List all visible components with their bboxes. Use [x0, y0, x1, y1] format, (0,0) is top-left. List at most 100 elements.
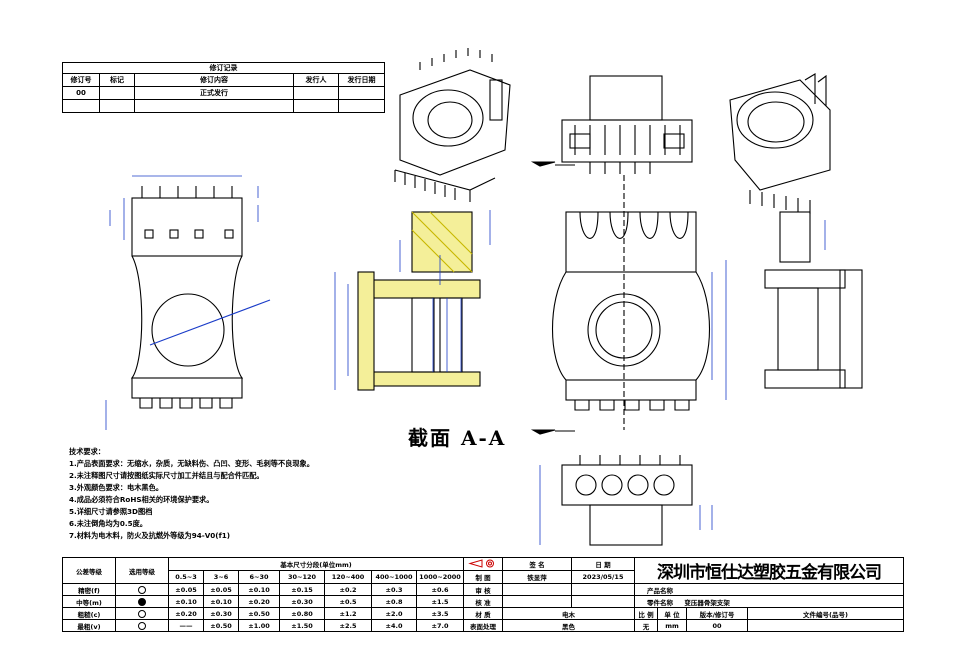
product-name-label: 产品名称	[634, 583, 904, 596]
radio-filled-icon	[138, 597, 146, 606]
tol-cell: ±0.5	[324, 595, 372, 608]
tol-cell: ±0.50	[203, 619, 239, 632]
radio-empty-icon	[138, 585, 146, 594]
tol-cell: ±0.20	[168, 607, 204, 620]
tol-cell: ±0.8	[371, 595, 417, 608]
range-header: 3~6	[203, 570, 239, 584]
dimension-lines	[105, 175, 826, 545]
unit-label: 单 位	[657, 607, 687, 620]
scale-value: 无	[634, 619, 658, 632]
section-label: 截面 A-A	[408, 426, 507, 450]
tol-cell: ±0.05	[168, 583, 204, 596]
range-header: 400~1000	[371, 570, 417, 584]
radio-empty-icon	[138, 621, 146, 630]
range-header: 30~120	[279, 570, 325, 584]
approve-label: 核 准	[463, 595, 503, 608]
review-label: 审 核	[463, 583, 503, 596]
grade-name: 最粗(v)	[62, 619, 116, 632]
surface-label: 表面处理	[463, 619, 503, 632]
tol-cell: ±0.6	[416, 583, 464, 596]
range-header: 1000~2000	[416, 570, 464, 584]
tol-cell: ±1.5	[416, 595, 464, 608]
file-value	[747, 619, 904, 632]
tol-cell: ±0.30	[279, 595, 325, 608]
tol-cell: ±0.20	[238, 595, 280, 608]
tol-cell: ±7.0	[416, 619, 464, 632]
part-name-label: 零件名称	[647, 598, 673, 607]
radio-empty-icon	[138, 609, 146, 618]
front-view-top	[561, 75, 693, 174]
review-cell	[502, 583, 572, 596]
drawer-name: 铁显萍	[502, 570, 572, 584]
note-item: 6.未注倒角均为0.5度。	[69, 519, 147, 528]
note-item: 2.未注释图尺寸请按图纸实际尺寸加工并结且与配合件匹配。	[69, 471, 264, 480]
tol-cell: ±0.15	[279, 583, 325, 596]
bottom-view	[561, 455, 693, 546]
company-name: 深圳市恒仕达塑胶五金有限公司	[634, 557, 904, 584]
note-item: 5.详细尺寸请参照3D图档	[69, 507, 153, 516]
range-header: 6~30	[238, 570, 280, 584]
technical-notes: 技术要求： 1.产品表面要求：无缩水，杂质，无缺料伤、凸凹、变形、毛刺等不良现象…	[69, 446, 314, 542]
note-item: 4.成品必须符合RoHS相关的环境保护要求。	[69, 495, 214, 504]
projection-symbol-icon	[463, 557, 503, 571]
draw-date: 2023/05/15	[571, 570, 635, 584]
range-header: 120~400	[324, 570, 372, 584]
tol-cell: ±0.2	[324, 583, 372, 596]
tol-cell: ±0.10	[238, 583, 280, 596]
tol-cell: ±0.30	[203, 607, 239, 620]
section-a-a-view	[357, 211, 481, 391]
tol-cell: ±2.5	[324, 619, 372, 632]
part-name-value: 变压器骨架支架	[684, 598, 730, 607]
material-value: 电木	[502, 607, 635, 620]
grade-select[interactable]	[115, 595, 169, 608]
approve-date	[571, 595, 635, 608]
tol-cell: ±0.10	[203, 595, 239, 608]
date-label: 日 期	[571, 557, 635, 571]
tol-cell: ±1.50	[279, 619, 325, 632]
revision-cell	[338, 99, 385, 113]
tol-cell: ±4.0	[371, 619, 417, 632]
tol-cell: ±0.3	[371, 583, 417, 596]
isometric-view-right	[729, 73, 831, 214]
grade-name: 精密(f)	[62, 583, 116, 596]
left-elevation-view	[130, 186, 271, 409]
grade-label: 公差等级	[62, 557, 116, 584]
note-item: 1.产品表面要求：无缩水，杂质，无缺料伤、凸凹、变形、毛刺等不良现象。	[69, 459, 314, 468]
approve-cell	[502, 595, 572, 608]
tol-cell: ±2.0	[371, 607, 417, 620]
review-date	[571, 583, 635, 596]
grade-name: 粗糙(c)	[62, 607, 116, 620]
grade-select[interactable]	[115, 619, 169, 632]
grade-select[interactable]	[115, 583, 169, 596]
basic-size-label: 基本尺寸分段(单位mm)	[168, 557, 464, 571]
right-side-view	[764, 211, 863, 389]
range-header: 0.5~3	[168, 570, 204, 584]
scale-label: 比 例	[634, 607, 658, 620]
tol-cell: ——	[168, 619, 204, 632]
tol-cell: ±0.50	[238, 607, 280, 620]
unit-value: mm	[657, 619, 687, 632]
surface-value: 黑色	[502, 619, 635, 632]
grade-name: 中等(m)	[62, 595, 116, 608]
sign-label: 签 名	[502, 557, 572, 571]
title-block-table: 公差等级 选用等级 基本尺寸分段(单位mm) 签 名 日 期 深圳市恒仕达塑胶五…	[62, 557, 904, 632]
material-label: 材 质	[463, 607, 503, 620]
note-item: 7.材料为电木料，防火及抗燃外等级为94-V0(f1)	[69, 531, 230, 540]
draw-label: 制 图	[463, 570, 503, 584]
note-item: 3.外观颜色要求：电木黑色。	[69, 483, 163, 492]
version-value: 00	[686, 619, 748, 632]
notes-heading: 技术要求：	[69, 447, 105, 456]
file-label: 文件编号(品号)	[747, 607, 904, 620]
revision-table: 修订记录 修订号 标记 修订内容 发行人 发行日期 00 正式发行	[62, 62, 385, 113]
select-label: 选用等级	[115, 557, 169, 584]
tol-cell: ±0.10	[168, 595, 204, 608]
grade-select[interactable]	[115, 607, 169, 620]
front-elevation-view	[552, 175, 710, 430]
version-label: 版本/修订号	[686, 607, 748, 620]
tol-cell: ±1.00	[238, 619, 280, 632]
tol-cell: ±3.5	[416, 607, 464, 620]
part-name-row: 零件名称 变压器骨架支架	[634, 595, 904, 608]
tol-cell: ±0.05	[203, 583, 239, 596]
